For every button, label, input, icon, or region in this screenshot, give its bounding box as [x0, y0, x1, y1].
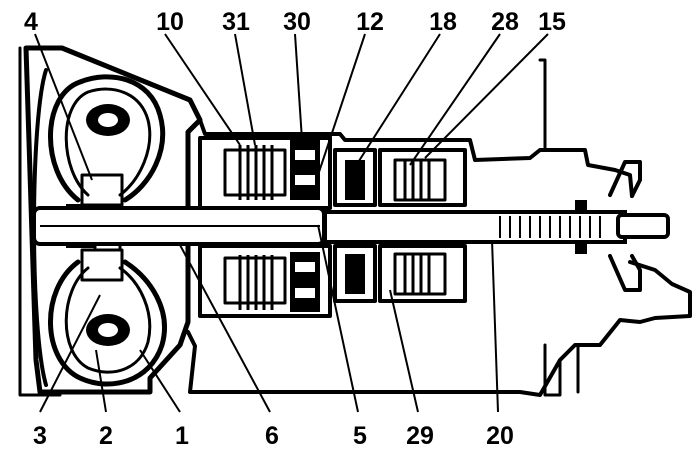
callout-15: 15: [538, 8, 566, 36]
callout-18: 18: [429, 8, 457, 36]
callout-4: 4: [24, 8, 38, 36]
gear-clutch-assembly-lower: [198, 244, 467, 318]
callout-29: 29: [406, 422, 434, 450]
callout-31: 31: [222, 8, 250, 36]
shafts: [32, 200, 670, 254]
callout-10: 10: [156, 8, 184, 36]
gear-clutch-assembly-upper: [198, 136, 467, 210]
callout-6: 6: [265, 422, 279, 450]
callout-12: 12: [356, 8, 384, 36]
callout-labels: 4 10 31 30 12 18 28 15 3 2 1 6 5 29 20: [24, 8, 566, 450]
callout-28: 28: [491, 8, 519, 36]
callout-20: 20: [486, 422, 514, 450]
callout-30: 30: [283, 8, 311, 36]
callout-5: 5: [353, 422, 367, 450]
callout-3: 3: [33, 422, 47, 450]
callout-2: 2: [99, 422, 113, 450]
callout-1: 1: [175, 422, 189, 450]
transmission-housing: [18, 45, 692, 397]
leader-lines: [34, 33, 549, 413]
